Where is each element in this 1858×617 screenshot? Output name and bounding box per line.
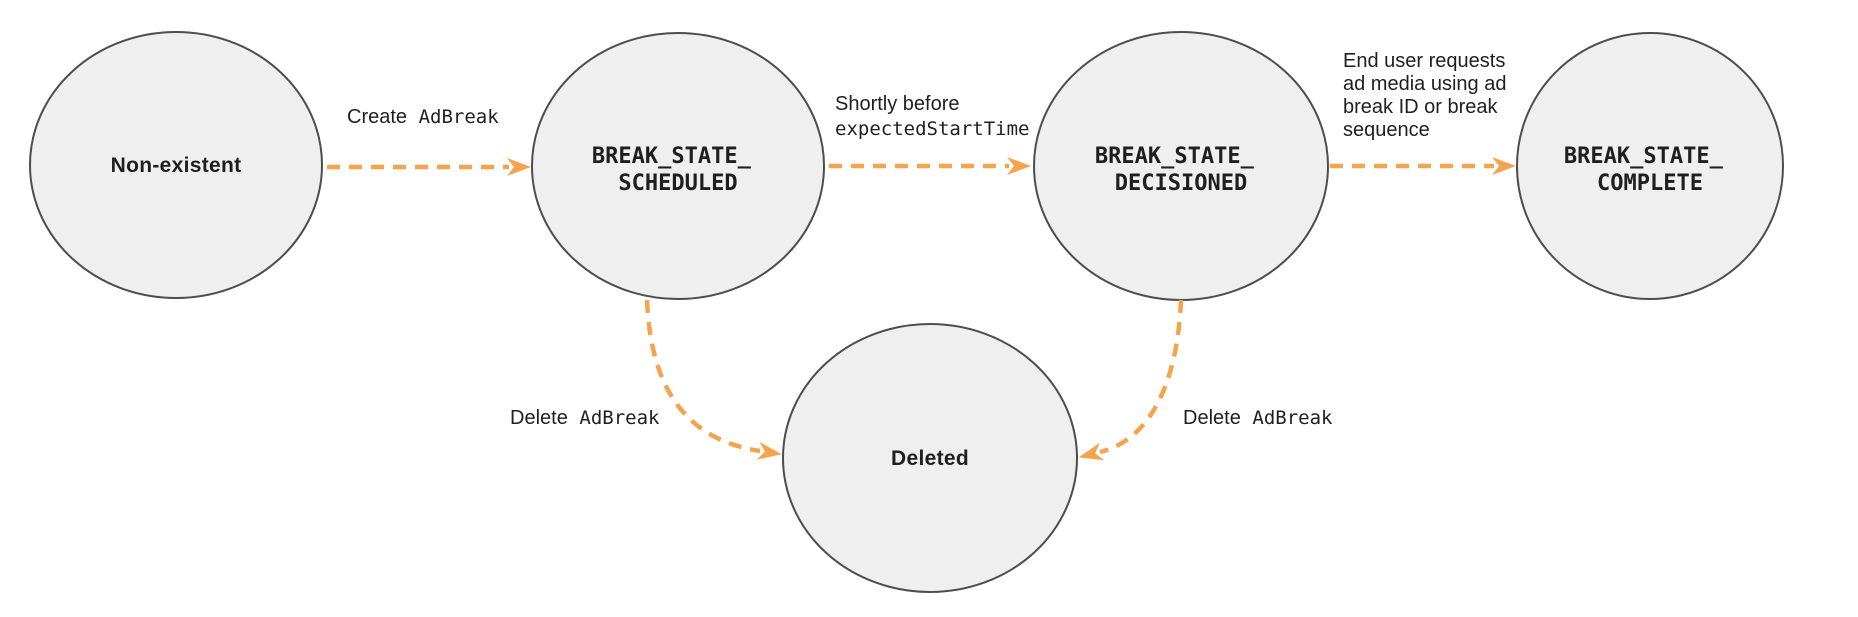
transition-label-line: break ID or break <box>1343 96 1499 118</box>
transition-label-line: End user requests <box>1343 50 1505 72</box>
transition-label-delete-adbreak-right: Delete AdBreak <box>1183 407 1333 429</box>
state-node-deleted <box>782 323 1078 593</box>
transition-label-code: AdBreak <box>419 106 500 128</box>
state-label-line: BREAK_STATE_ <box>1564 144 1724 169</box>
transition-label-code: AdBreak <box>1252 407 1333 429</box>
transition-label-shortly-before: Shortly before expectedStartTime <box>835 93 1029 140</box>
state-label-break-state-decisioned: BREAK_STATE_ DECISIONED <box>1095 144 1267 196</box>
state-node-break-state-complete <box>1516 32 1784 300</box>
transition-label-code: AdBreak <box>579 407 660 429</box>
transition-labels: Create AdBreak Shortly before expectedSt… <box>347 50 1512 429</box>
arrow-delete-adbreak-left <box>644 299 782 460</box>
transition-label-end-user-requests: End user requests ad media using ad brea… <box>1343 50 1512 141</box>
transition-label-plain: Delete <box>510 407 568 429</box>
transition-label-plain: Delete <box>1183 407 1241 429</box>
state-label-break-state-scheduled: BREAK_STATE_ SCHEDULED <box>592 144 764 196</box>
state-label-deleted: Deleted <box>891 447 969 470</box>
transition-label-line: ad media using ad <box>1343 73 1506 95</box>
state-nodes <box>29 31 1784 593</box>
transition-arrows <box>327 157 1516 461</box>
transition-label-plain: Shortly before <box>835 93 960 115</box>
transition-label-create-adbreak: Create AdBreak <box>347 106 499 128</box>
state-label-line: COMPLETE <box>1597 171 1703 196</box>
state-label-break-state-complete: BREAK_STATE_ COMPLETE <box>1564 144 1736 196</box>
state-label-line: BREAK_STATE_ <box>592 144 752 169</box>
state-label-line: BREAK_STATE_ <box>1095 144 1255 169</box>
transition-label-code: expectedStartTime <box>835 118 1029 140</box>
transition-label-plain: Create <box>347 106 407 128</box>
transition-label-line: sequence <box>1343 119 1430 141</box>
state-label-non-existent: Non-existent <box>111 154 242 177</box>
state-label-line: DECISIONED <box>1115 171 1247 196</box>
state-node-non-existent <box>29 31 323 299</box>
state-label-line: SCHEDULED <box>618 171 737 196</box>
transition-label-delete-adbreak-left: Delete AdBreak <box>510 407 660 429</box>
arrow-delete-adbreak-right <box>1078 299 1184 461</box>
state-node-break-state-scheduled <box>531 32 825 300</box>
state-labels: Non-existent BREAK_STATE_ SCHEDULED BREA… <box>111 144 1736 470</box>
